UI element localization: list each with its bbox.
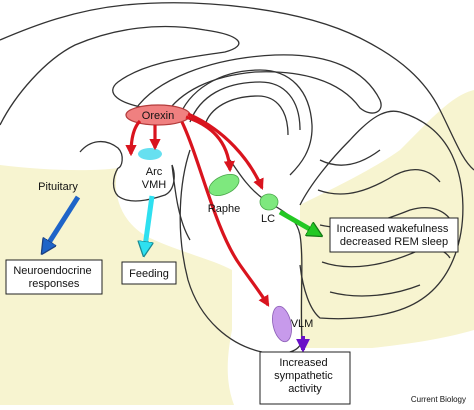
sympathetic-text: Increased sympathetic activity xyxy=(274,357,336,395)
label-orexin: Orexin xyxy=(142,110,174,122)
wakefulness-box xyxy=(329,217,459,253)
feeding-box xyxy=(121,261,177,285)
neuroendocrine-box xyxy=(5,259,103,295)
neuroendocrine-line-2: responses xyxy=(29,278,80,290)
raphe-node xyxy=(208,174,240,196)
sympathetic-line-2: sympathetic xyxy=(274,370,333,382)
arrow-orexin-to-raphe xyxy=(185,115,235,173)
midbrain-stalk xyxy=(171,164,191,241)
brainstem-arc-2 xyxy=(189,81,301,131)
arrow-pituitary-to-neuroendocrine xyxy=(43,195,81,252)
wakefulness-text: Increased wakefulness decreased REM slee… xyxy=(337,223,452,248)
neuroendocrine-text: Neuroendocrine responses xyxy=(13,265,94,290)
cerebellum-outline xyxy=(299,110,464,320)
vlm-node xyxy=(272,305,292,343)
arrow-vmh-to-feeding xyxy=(144,195,155,254)
wakefulness-line-2: decreased REM sleep xyxy=(340,236,448,248)
cerebellum-fold-5 xyxy=(329,284,421,297)
label-vlm: VLM xyxy=(291,318,314,330)
arrow-lc-to-wakefulness xyxy=(278,209,320,235)
label-arc: Arc xyxy=(146,166,163,178)
orexin-projections xyxy=(125,112,270,307)
wakefulness-line-1: Increased wakefulness xyxy=(337,223,449,235)
sympathetic-box xyxy=(259,351,351,405)
arc-vmh-node xyxy=(138,148,162,160)
lc-node xyxy=(259,193,279,211)
pituitary-outline xyxy=(79,141,123,169)
label-pituitary: Pituitary xyxy=(38,181,78,193)
cortex-inner-fold xyxy=(0,25,240,126)
brainstem-arc-1 xyxy=(177,69,313,176)
brainstem-arc-3 xyxy=(204,95,289,136)
cerebellum-fold-1 xyxy=(319,149,381,166)
feeding-text: Feeding xyxy=(129,268,169,280)
label-lc: LC xyxy=(261,213,275,225)
label-raphe: Raphe xyxy=(208,203,240,215)
neuroendocrine-line-1: Neuroendocrine xyxy=(13,265,91,277)
arrow-orexin-to-vlm xyxy=(180,121,270,307)
label-vmh: VMH xyxy=(142,179,167,191)
feeding-line-1: Feeding xyxy=(129,268,169,280)
credit-label: Current Biology xyxy=(411,395,466,404)
sympathetic-line-1: Increased xyxy=(279,357,327,369)
arrow-orexin-to-arc xyxy=(125,119,142,157)
corpus-callosum xyxy=(134,54,382,116)
cortex-outline xyxy=(0,2,474,171)
sympathetic-line-3: activity xyxy=(288,383,322,395)
cerebellum-fold-2 xyxy=(317,169,441,195)
pons-outline xyxy=(229,159,303,341)
arrow-orexin-to-lc xyxy=(187,112,264,191)
